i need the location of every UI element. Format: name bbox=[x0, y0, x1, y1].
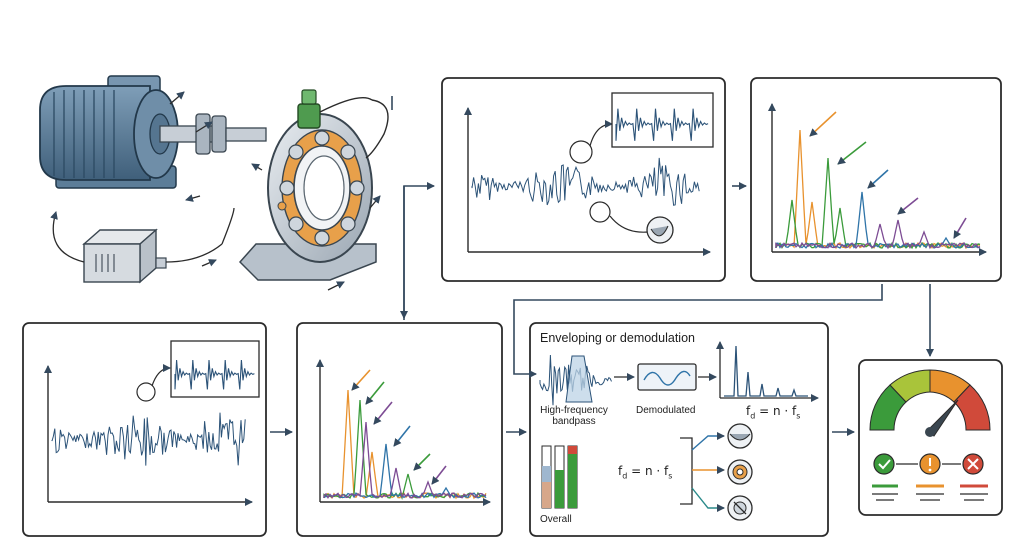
zoomed-impulse-waveform-2 bbox=[174, 359, 255, 390]
spectrum-series bbox=[775, 191, 981, 249]
overall-level-bars bbox=[541, 445, 578, 509]
enveloping-title: Enveloping or demodulation bbox=[540, 331, 695, 345]
accelerometer-icon bbox=[297, 89, 389, 159]
cross-icon bbox=[962, 453, 984, 475]
raw-time-waveform bbox=[471, 157, 700, 206]
electric-motor-icon bbox=[39, 75, 267, 189]
spectrum-series bbox=[775, 129, 981, 250]
frequency-spectrum-top bbox=[775, 129, 981, 250]
warning-icon bbox=[919, 453, 941, 475]
bandpass-label: High-frequency bandpass bbox=[540, 405, 608, 427]
severity-gauge bbox=[869, 369, 991, 431]
fault-frequency-formula-bottom: fd = n · fs bbox=[618, 464, 673, 481]
rolling-element-fault-icon bbox=[727, 459, 753, 485]
machine-cables bbox=[50, 91, 381, 291]
demodulated-label: Demodulated bbox=[636, 405, 696, 416]
zoomed-impulse-waveform bbox=[615, 108, 709, 141]
panel-spectrum-bottom bbox=[296, 322, 503, 537]
raw-time-waveform-2 bbox=[51, 412, 246, 466]
bearing-housing-icon bbox=[238, 113, 377, 281]
panel-time-signal-top bbox=[441, 77, 726, 282]
spectrum-series bbox=[775, 219, 981, 250]
panel-time-signal-bottom bbox=[22, 322, 267, 537]
frequency-spectrum-bottom bbox=[323, 389, 487, 501]
flow-arrows bbox=[270, 96, 934, 436]
gauge-needle-icon bbox=[925, 399, 959, 437]
inner-race-fault-icon bbox=[727, 495, 753, 521]
check-icon bbox=[873, 453, 895, 475]
data-acquisition-box-icon bbox=[82, 228, 167, 284]
panel-spectrum-top bbox=[750, 77, 1002, 282]
panel-gauge bbox=[858, 359, 1003, 516]
panel-enveloping bbox=[529, 322, 829, 537]
overall-label: Overall bbox=[540, 514, 572, 525]
spectrum-series bbox=[775, 157, 981, 250]
fault-frequency-formula-top: fd = n · fs bbox=[746, 404, 801, 421]
spectrum-series bbox=[323, 421, 487, 500]
outer-race-fault-icon bbox=[727, 423, 753, 449]
